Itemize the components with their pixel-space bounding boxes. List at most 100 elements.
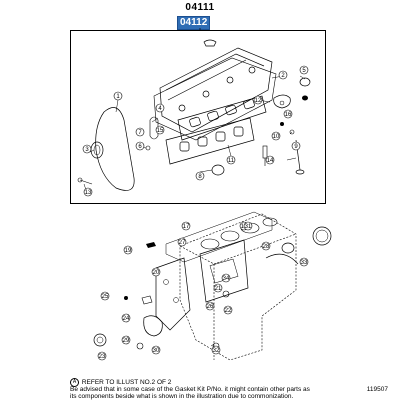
svg-text:24: 24	[123, 316, 130, 322]
svg-text:8: 8	[198, 174, 202, 180]
svg-text:4: 4	[158, 106, 162, 112]
svg-text:12: 12	[255, 98, 262, 104]
svg-text:7: 7	[138, 130, 142, 136]
svg-text:22: 22	[225, 308, 232, 314]
oil-pump-gasket	[143, 315, 163, 337]
callout-25[interactable]: 25	[100, 291, 110, 301]
svg-text:27: 27	[179, 240, 186, 246]
callout-4[interactable]: 4	[155, 103, 165, 113]
callout-28[interactable]: 28	[261, 241, 271, 251]
svg-text:16: 16	[285, 112, 292, 118]
callout-8[interactable]: 8	[195, 171, 205, 181]
crankshaft-seal	[93, 333, 107, 347]
svg-text:21: 21	[215, 286, 222, 292]
svg-text:14: 14	[267, 158, 274, 164]
callout-30[interactable]: 30	[151, 345, 161, 355]
callout-15[interactable]: 15	[155, 125, 165, 135]
head-cover	[159, 47, 273, 133]
svg-text:10: 10	[273, 134, 280, 140]
callout-12[interactable]: 12	[253, 95, 263, 105]
svg-text:11: 11	[228, 158, 235, 164]
outlet-gasket	[273, 94, 291, 109]
callout-23[interactable]: 23	[97, 351, 107, 361]
callout-1[interactable]: 1	[113, 91, 123, 101]
svg-text:30: 30	[153, 348, 160, 354]
svg-text:19: 19	[125, 248, 132, 254]
water-pump-gasket	[199, 239, 249, 303]
svg-text:1: 1	[116, 94, 120, 100]
svg-text:29: 29	[123, 338, 130, 344]
svg-text:26: 26	[207, 304, 214, 310]
callout-3[interactable]: 3	[82, 144, 92, 154]
callout-13[interactable]: 13	[83, 187, 93, 197]
svg-text:5: 5	[302, 68, 306, 74]
spark-plug-seal	[299, 77, 311, 87]
svg-text:15: 15	[157, 128, 164, 134]
callout-26[interactable]: 26	[205, 301, 215, 311]
callout-16[interactable]: 16	[283, 109, 293, 119]
reference-symbol: A	[70, 378, 79, 387]
svg-text:32: 32	[213, 348, 220, 354]
bolt	[77, 177, 93, 185]
illustration-code: 119507	[366, 386, 388, 393]
cylinder-block	[179, 213, 297, 361]
callout-19[interactable]: 19	[123, 245, 133, 255]
callout-5[interactable]: 5	[299, 65, 309, 75]
svg-text:17: 17	[183, 224, 190, 230]
callout-21[interactable]: 21	[213, 283, 223, 293]
callout-33[interactable]: 33	[299, 257, 309, 267]
callout-22[interactable]: 22	[223, 305, 233, 315]
callout-6[interactable]: 6	[135, 141, 145, 151]
callout-24[interactable]: 24	[121, 313, 131, 323]
svg-text:20: 20	[153, 270, 160, 276]
svg-text:34: 34	[223, 276, 230, 282]
svg-text:23: 23	[99, 354, 106, 360]
svg-text:33: 33	[301, 260, 308, 266]
cylinder-head-gasket	[165, 211, 273, 263]
svg-text:9: 9	[294, 144, 298, 150]
callout-7[interactable]: 7	[135, 127, 145, 137]
callout-10[interactable]: 10	[271, 131, 281, 141]
svg-text:3: 3	[85, 147, 89, 153]
seal-retainer-ring	[281, 242, 295, 254]
oil-filler-cap	[203, 39, 217, 47]
thermostat-gasket	[211, 164, 225, 176]
timing-cover-gasket	[95, 107, 135, 191]
callout-27[interactable]: 27	[177, 237, 187, 247]
pipe-gasket	[149, 116, 159, 140]
callout-2[interactable]: 2	[278, 70, 288, 80]
head-cover-gasket	[153, 57, 277, 141]
callout-14[interactable]: 14	[265, 155, 275, 165]
front-plate-gasket	[155, 257, 191, 331]
callout-31[interactable]: 31	[243, 221, 253, 231]
refer-to-illust-note: A REFER TO ILLUST NO.2 OF 2	[70, 378, 370, 387]
svg-text:25: 25	[102, 294, 109, 300]
callout-32[interactable]: 32	[211, 345, 221, 355]
exhaust-gasket	[165, 117, 255, 165]
callout-20[interactable]: 20	[151, 267, 161, 277]
valve-stem-seal	[262, 145, 268, 166]
refer-to-illust-text: REFER TO ILLUST NO.2 OF 2	[81, 379, 172, 387]
gasket-kit-note-line-2: its components beside what is shown in t…	[70, 393, 294, 400]
svg-text:6: 6	[138, 144, 142, 150]
svg-text:28: 28	[263, 244, 270, 250]
drain-plug-gasket	[141, 295, 153, 305]
svg-text:31: 31	[245, 224, 252, 230]
callout-17[interactable]: 17	[181, 221, 191, 231]
callout-group[interactable]: 1 2 3 4 5 6 7 8 9 10 11 12 13 14 15 16 1…	[82, 65, 309, 361]
rear-oil-seal	[312, 226, 332, 246]
callout-29[interactable]: 29	[121, 335, 131, 345]
svg-text:13: 13	[85, 190, 92, 196]
manifold-gasket	[177, 95, 267, 141]
oil-pan-gasket	[265, 253, 299, 265]
callout-9[interactable]: 9	[291, 141, 301, 151]
upper-assembly-frame	[70, 30, 326, 204]
svg-text:2: 2	[281, 73, 285, 79]
gasket-kit-note-line-1: Be advised that in some case of the Gask…	[70, 386, 310, 393]
kit-part-number[interactable]: 04111	[185, 2, 215, 13]
callout-34[interactable]: 34	[221, 273, 231, 283]
washer	[289, 129, 295, 135]
selected-part-number[interactable]: 04112	[177, 16, 211, 30]
callout-11[interactable]: 11	[226, 155, 236, 165]
